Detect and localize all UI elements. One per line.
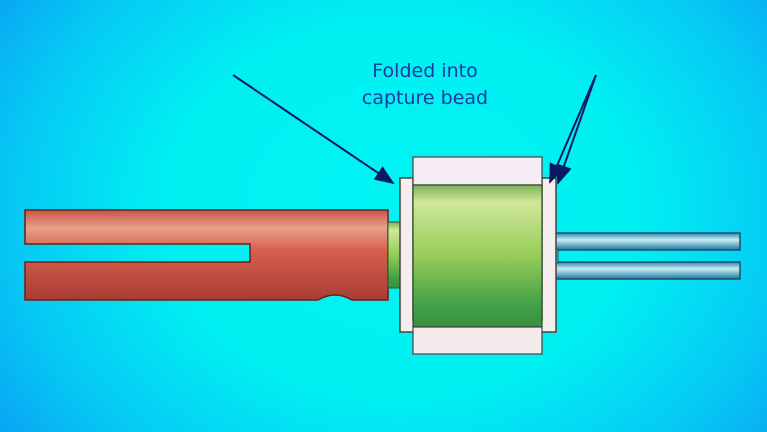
bottom-white-block (412, 326, 543, 355)
capture-bead (412, 184, 543, 328)
blue-tube (539, 232, 741, 280)
right-arrow-1 (549, 74, 597, 184)
top-white-block (412, 156, 543, 186)
annotation-line-1: Folded into (372, 60, 478, 82)
red-tube (24, 209, 389, 301)
left-arrow (232, 74, 395, 185)
annotation-line-2: capture bead (361, 87, 489, 109)
right-arrow-2 (556, 74, 597, 185)
